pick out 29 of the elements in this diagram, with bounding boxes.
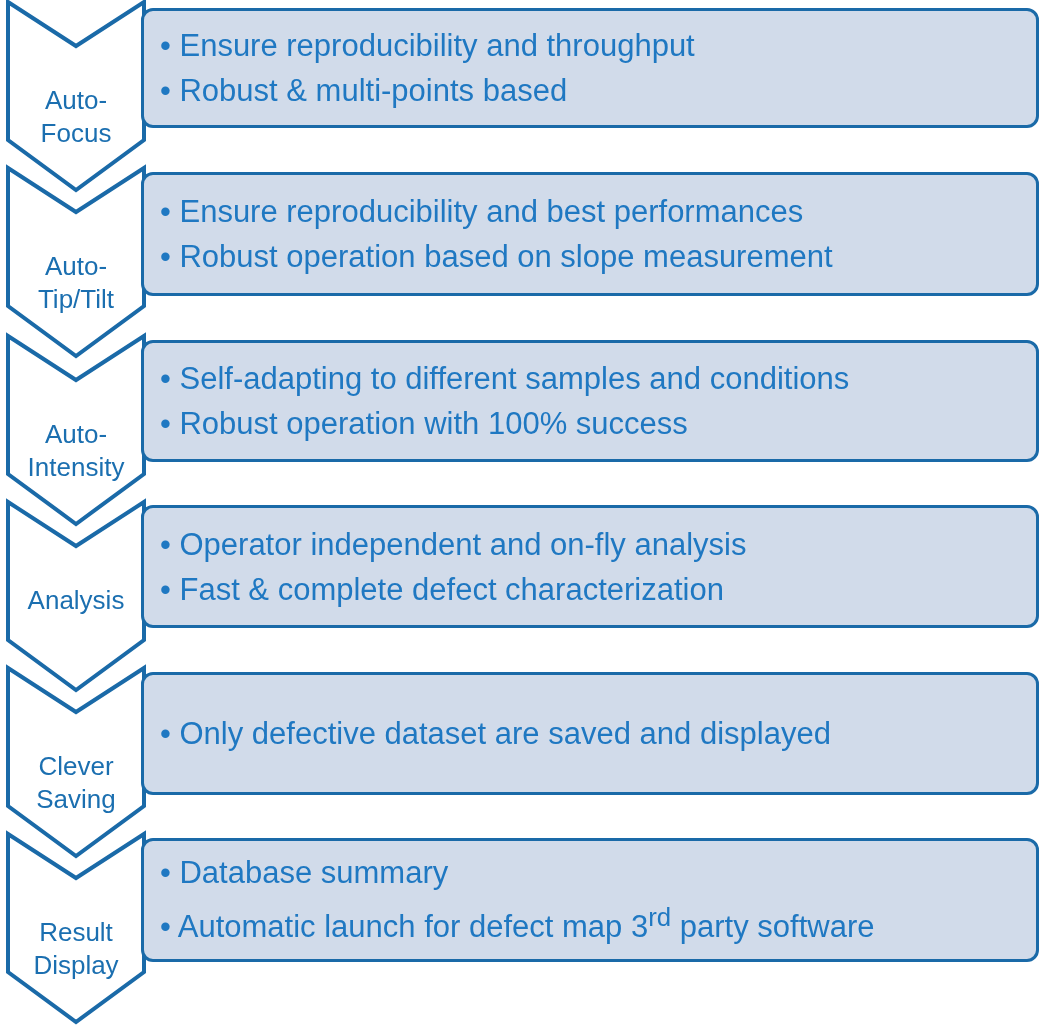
chevron-step (6, 166, 146, 358)
description-box (141, 838, 1039, 962)
bullet-text: • Self-adapting to different samples and conditions (160, 360, 851, 398)
chevron-step (6, 832, 146, 1024)
bullet-text: • Operator independent and on-fly analysis (160, 525, 748, 564)
step-title: Result Display (32, 916, 120, 982)
step-title: Auto- Focus (39, 84, 113, 150)
chevron-step (6, 334, 146, 526)
step-title: Auto- Intensity (26, 418, 126, 484)
bullet-text: • Automatic launch for defect map 3$^{rd}$ party software (160, 902, 876, 947)
chevron-step (6, 0, 146, 192)
description-box (141, 8, 1039, 128)
bullet-text: • Fast & complete defect characterization (160, 570, 725, 609)
step-title: Analysis (26, 584, 126, 617)
bullet-text: • Ensure reproducibility and throughput (160, 27, 696, 65)
bullet-text: • Robust & multi-points based (160, 72, 569, 110)
step-title: Auto- Tip/Tilt (36, 250, 116, 316)
description-box (141, 505, 1039, 628)
description-box (141, 340, 1039, 462)
bullet-text: • Robust operation based on slope measurement (160, 238, 834, 276)
step-title: Clever Saving (35, 750, 117, 816)
bullet-text: • Ensure reproducibility and best performances (160, 193, 805, 231)
bullet-text: • Database summary (160, 854, 450, 893)
bullet-text: • Only defective dataset are saved and displayed (160, 715, 832, 753)
bullet-text: • Robust operation with 100% success (160, 405, 689, 443)
chevron-step (6, 500, 146, 692)
description-box (141, 172, 1039, 296)
description-box (141, 672, 1039, 795)
chevron-step (6, 666, 146, 858)
